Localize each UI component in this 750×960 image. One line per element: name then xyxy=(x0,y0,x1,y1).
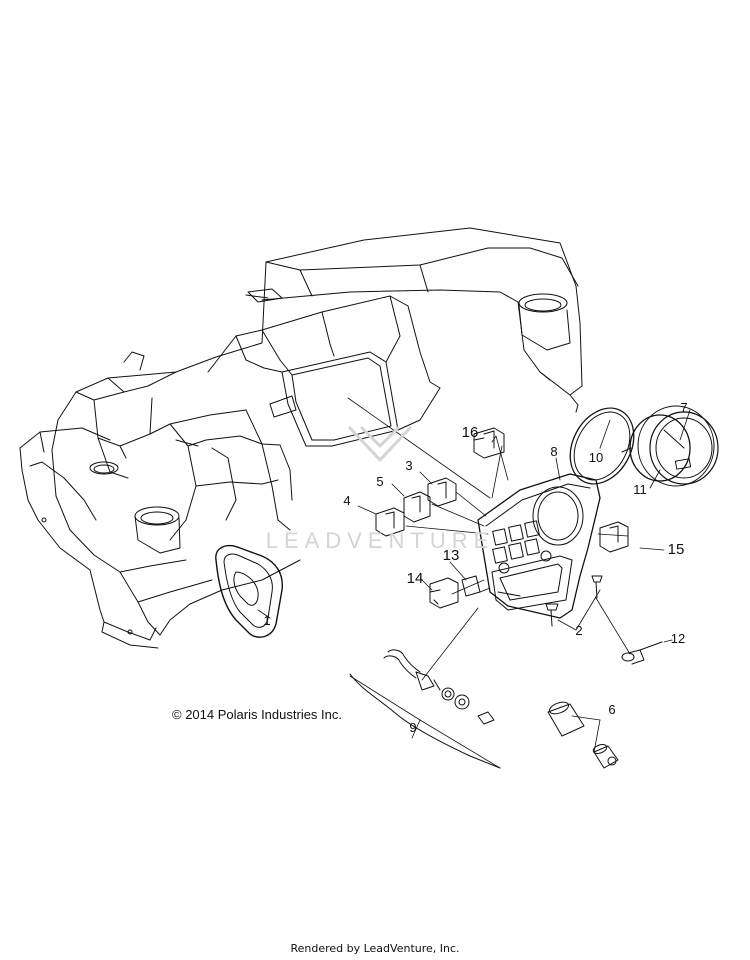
callout-10: 10 xyxy=(589,450,603,465)
callout-9: 9 xyxy=(409,720,416,735)
copyright-notice: © 2014 Polaris Industries Inc. xyxy=(172,707,342,722)
dashboard-panel xyxy=(19,227,583,649)
callout-7: 7 xyxy=(680,400,687,415)
part-15-switch xyxy=(599,521,629,553)
callout-11: 11 xyxy=(633,482,647,497)
watermark-text: LEADVENTURE xyxy=(266,528,495,553)
part-12-plug xyxy=(621,641,663,665)
part-4-switch xyxy=(375,507,405,537)
footer-credit: Rendered by LeadVenture, Inc. xyxy=(290,942,460,955)
callout-16: 16 xyxy=(462,424,479,441)
callout-13: 13 xyxy=(443,547,460,564)
part-1-grab-handle xyxy=(215,544,283,638)
part-16-switch xyxy=(473,427,505,459)
callout-3: 3 xyxy=(405,458,412,473)
watermark-logo xyxy=(348,426,412,462)
callout-15: 15 xyxy=(668,541,685,558)
callout-14: 14 xyxy=(407,570,424,587)
part-14-switch xyxy=(429,577,459,609)
leader-lines xyxy=(257,397,691,769)
callout-2: 2 xyxy=(575,623,582,638)
part-6-power-socket xyxy=(547,701,619,769)
part-11-speedometer xyxy=(621,405,719,487)
callout-5: 5 xyxy=(376,474,383,489)
part-9-wiring-harness xyxy=(349,649,501,769)
callout-6: 6 xyxy=(608,702,615,717)
callout-labels: 1 2 3 4 5 6 7 8 9 10 11 12 13 14 15 16 xyxy=(263,400,687,735)
part-5-switch xyxy=(403,491,431,523)
part-10-gauge-seal xyxy=(569,407,635,485)
callout-12: 12 xyxy=(671,631,685,646)
callout-8: 8 xyxy=(550,444,557,459)
callout-4: 4 xyxy=(343,493,350,508)
part-3-switch xyxy=(427,477,457,507)
part-8-gauge-bezel xyxy=(477,473,601,619)
callout-1: 1 xyxy=(263,613,270,628)
